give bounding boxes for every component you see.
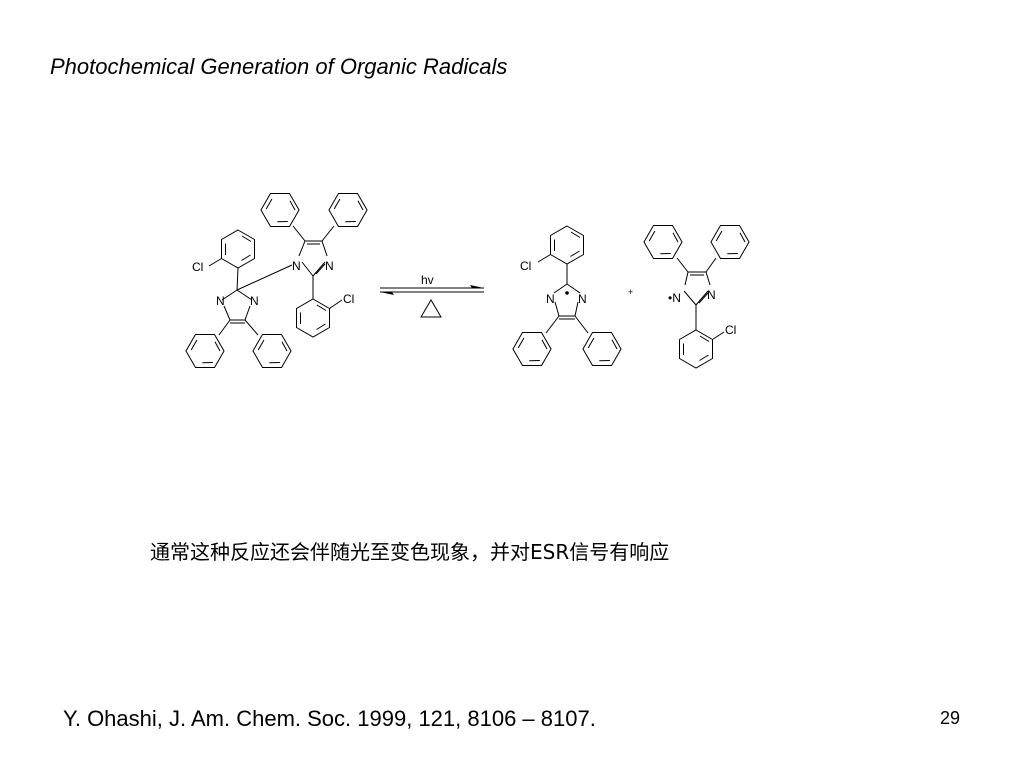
nitrogen-label: N <box>325 259 334 273</box>
caption-text: 通常这种反应还会伴随光至变色现象，并对ESR信号有响应 <box>150 540 670 564</box>
plus-sign: + <box>628 287 633 297</box>
chlorine-label: Cl <box>343 292 354 306</box>
slide-title: Photochemical Generation of Organic Radi… <box>50 54 508 79</box>
page-number: 29 <box>940 708 961 728</box>
heat-triangle-icon <box>420 299 442 318</box>
nitrogen-label: N <box>216 294 225 308</box>
nitrogen-label: N <box>292 259 301 273</box>
nitrogen-label: N <box>578 292 587 306</box>
citation-text: Y. Ohashi, J. Am. Chem. Soc. 1999, 121, … <box>63 706 596 731</box>
radical-nitrogen-label: •N <box>668 291 681 305</box>
hv-label: hv <box>421 273 434 287</box>
chlorine-label: Cl <box>520 259 531 273</box>
nitrogen-label: N <box>707 288 716 302</box>
nitrogen-label: N <box>250 294 259 308</box>
chlorine-label: Cl <box>725 323 736 337</box>
radical-molecule-1: Cl N N <box>507 225 627 375</box>
dimer-molecule: Cl Cl N N N N <box>180 184 373 377</box>
nitrogen-label: N <box>546 292 555 306</box>
radical-molecule-2: Cl •N N <box>638 216 755 369</box>
equilibrium-arrows: hv <box>380 273 484 318</box>
chlorine-label: Cl <box>192 260 203 274</box>
